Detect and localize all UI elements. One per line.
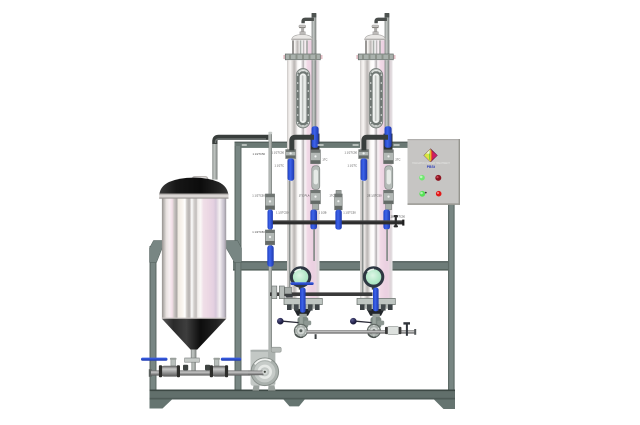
svg-text:1TC: 1TC	[329, 194, 334, 198]
svg-text:1 1/2TC50: 1 1/2TC50	[252, 152, 265, 156]
svg-text:1 1/2TC: 1 1/2TC	[274, 164, 284, 168]
svg-text:HANGZHOU WATER TREATMENT: HANGZHOU WATER TREATMENT	[412, 162, 450, 165]
svg-text:1 1/2TC50: 1 1/2TC50	[276, 211, 289, 215]
svg-text:1 1/2TC50: 1 1/2TC50	[271, 150, 284, 154]
svg-text:2TC: 2TC	[395, 157, 400, 161]
svg-text:PBSt: PBSt	[427, 165, 436, 169]
svg-text:1TC PLA: 1TC PLA	[299, 194, 310, 198]
svg-text:1 1/2B: 1 1/2B	[319, 211, 327, 215]
svg-text:1 1/2TC50: 1 1/2TC50	[344, 150, 357, 154]
svg-text:1 1/2TC50: 1 1/2TC50	[343, 211, 356, 215]
svg-text:2E 1/2TC50: 2E 1/2TC50	[367, 194, 382, 198]
svg-text:1TC: 1TC	[322, 157, 327, 161]
svg-text:2E 1/2TC50: 2E 1/2TC50	[391, 214, 406, 218]
svg-text:1 1/2TC50: 1 1/2TC50	[252, 230, 265, 234]
svg-text:1 1/2TC: 1 1/2TC	[347, 164, 357, 168]
svg-text:1 1/2TC50: 1 1/2TC50	[252, 194, 265, 198]
